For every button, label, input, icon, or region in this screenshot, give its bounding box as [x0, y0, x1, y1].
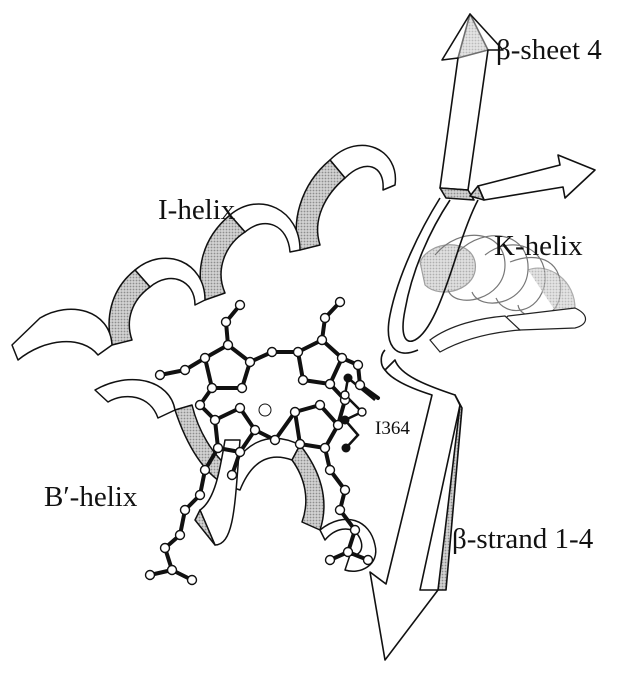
b-prime-helix-label: B′-helix: [44, 483, 137, 512]
i-helix-ribbon: [12, 145, 395, 360]
k-helix-label: K-helix: [494, 232, 583, 261]
beta-sheet-4-label: β-sheet 4: [496, 36, 602, 65]
beta-strand-1-4-arrow: [370, 350, 462, 660]
i-helix-label: I-helix: [158, 196, 235, 225]
i364-label: I364: [375, 419, 410, 438]
beta-strand-1-4-label: β-strand 1-4: [452, 525, 593, 554]
